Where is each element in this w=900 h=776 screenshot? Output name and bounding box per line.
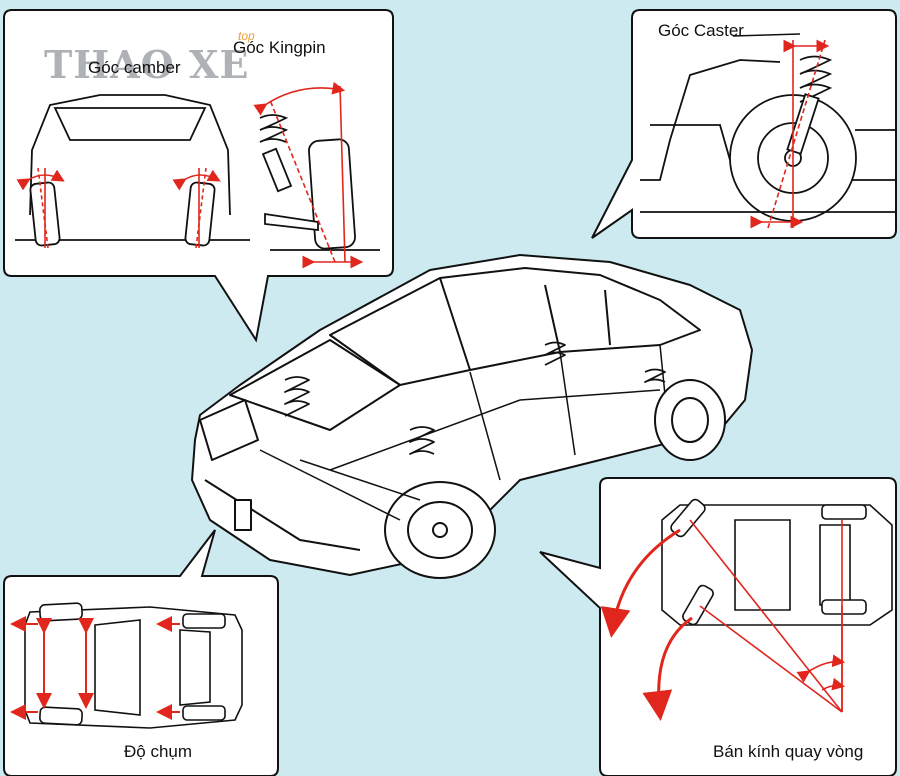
kingpin-label: Góc Kingpin	[233, 38, 326, 57]
turning-car-top-view	[661, 498, 893, 626]
kingpin-angle-markers	[253, 81, 364, 269]
camber-kingpin-callout: THAO XE top Góc camber Góc Kingpin	[3, 9, 394, 343]
caster-leader-line	[732, 33, 801, 37]
camber-car-front-view	[15, 94, 250, 247]
toe-arrows	[10, 616, 180, 720]
toe-callout: Độ chụm	[3, 529, 279, 776]
caster-callout: Góc Caster	[591, 9, 897, 239]
caster-label: Góc Caster	[658, 21, 744, 40]
turning-radius-callout: Bán kính quay vòng	[539, 477, 897, 776]
turning-radius-label: Bán kính quay vòng	[713, 742, 863, 761]
camber-label: Góc camber	[88, 58, 181, 77]
watermark: THAO XE	[44, 42, 249, 87]
watermark-sub: top	[238, 29, 255, 43]
turning-radius-lines	[600, 519, 846, 721]
toe-car-top-view	[24, 602, 243, 729]
car-illustration	[191, 254, 753, 579]
toe-label: Độ chụm	[124, 742, 192, 761]
camber-angle-markers	[16, 167, 221, 249]
caster-angle-markers	[750, 39, 830, 229]
